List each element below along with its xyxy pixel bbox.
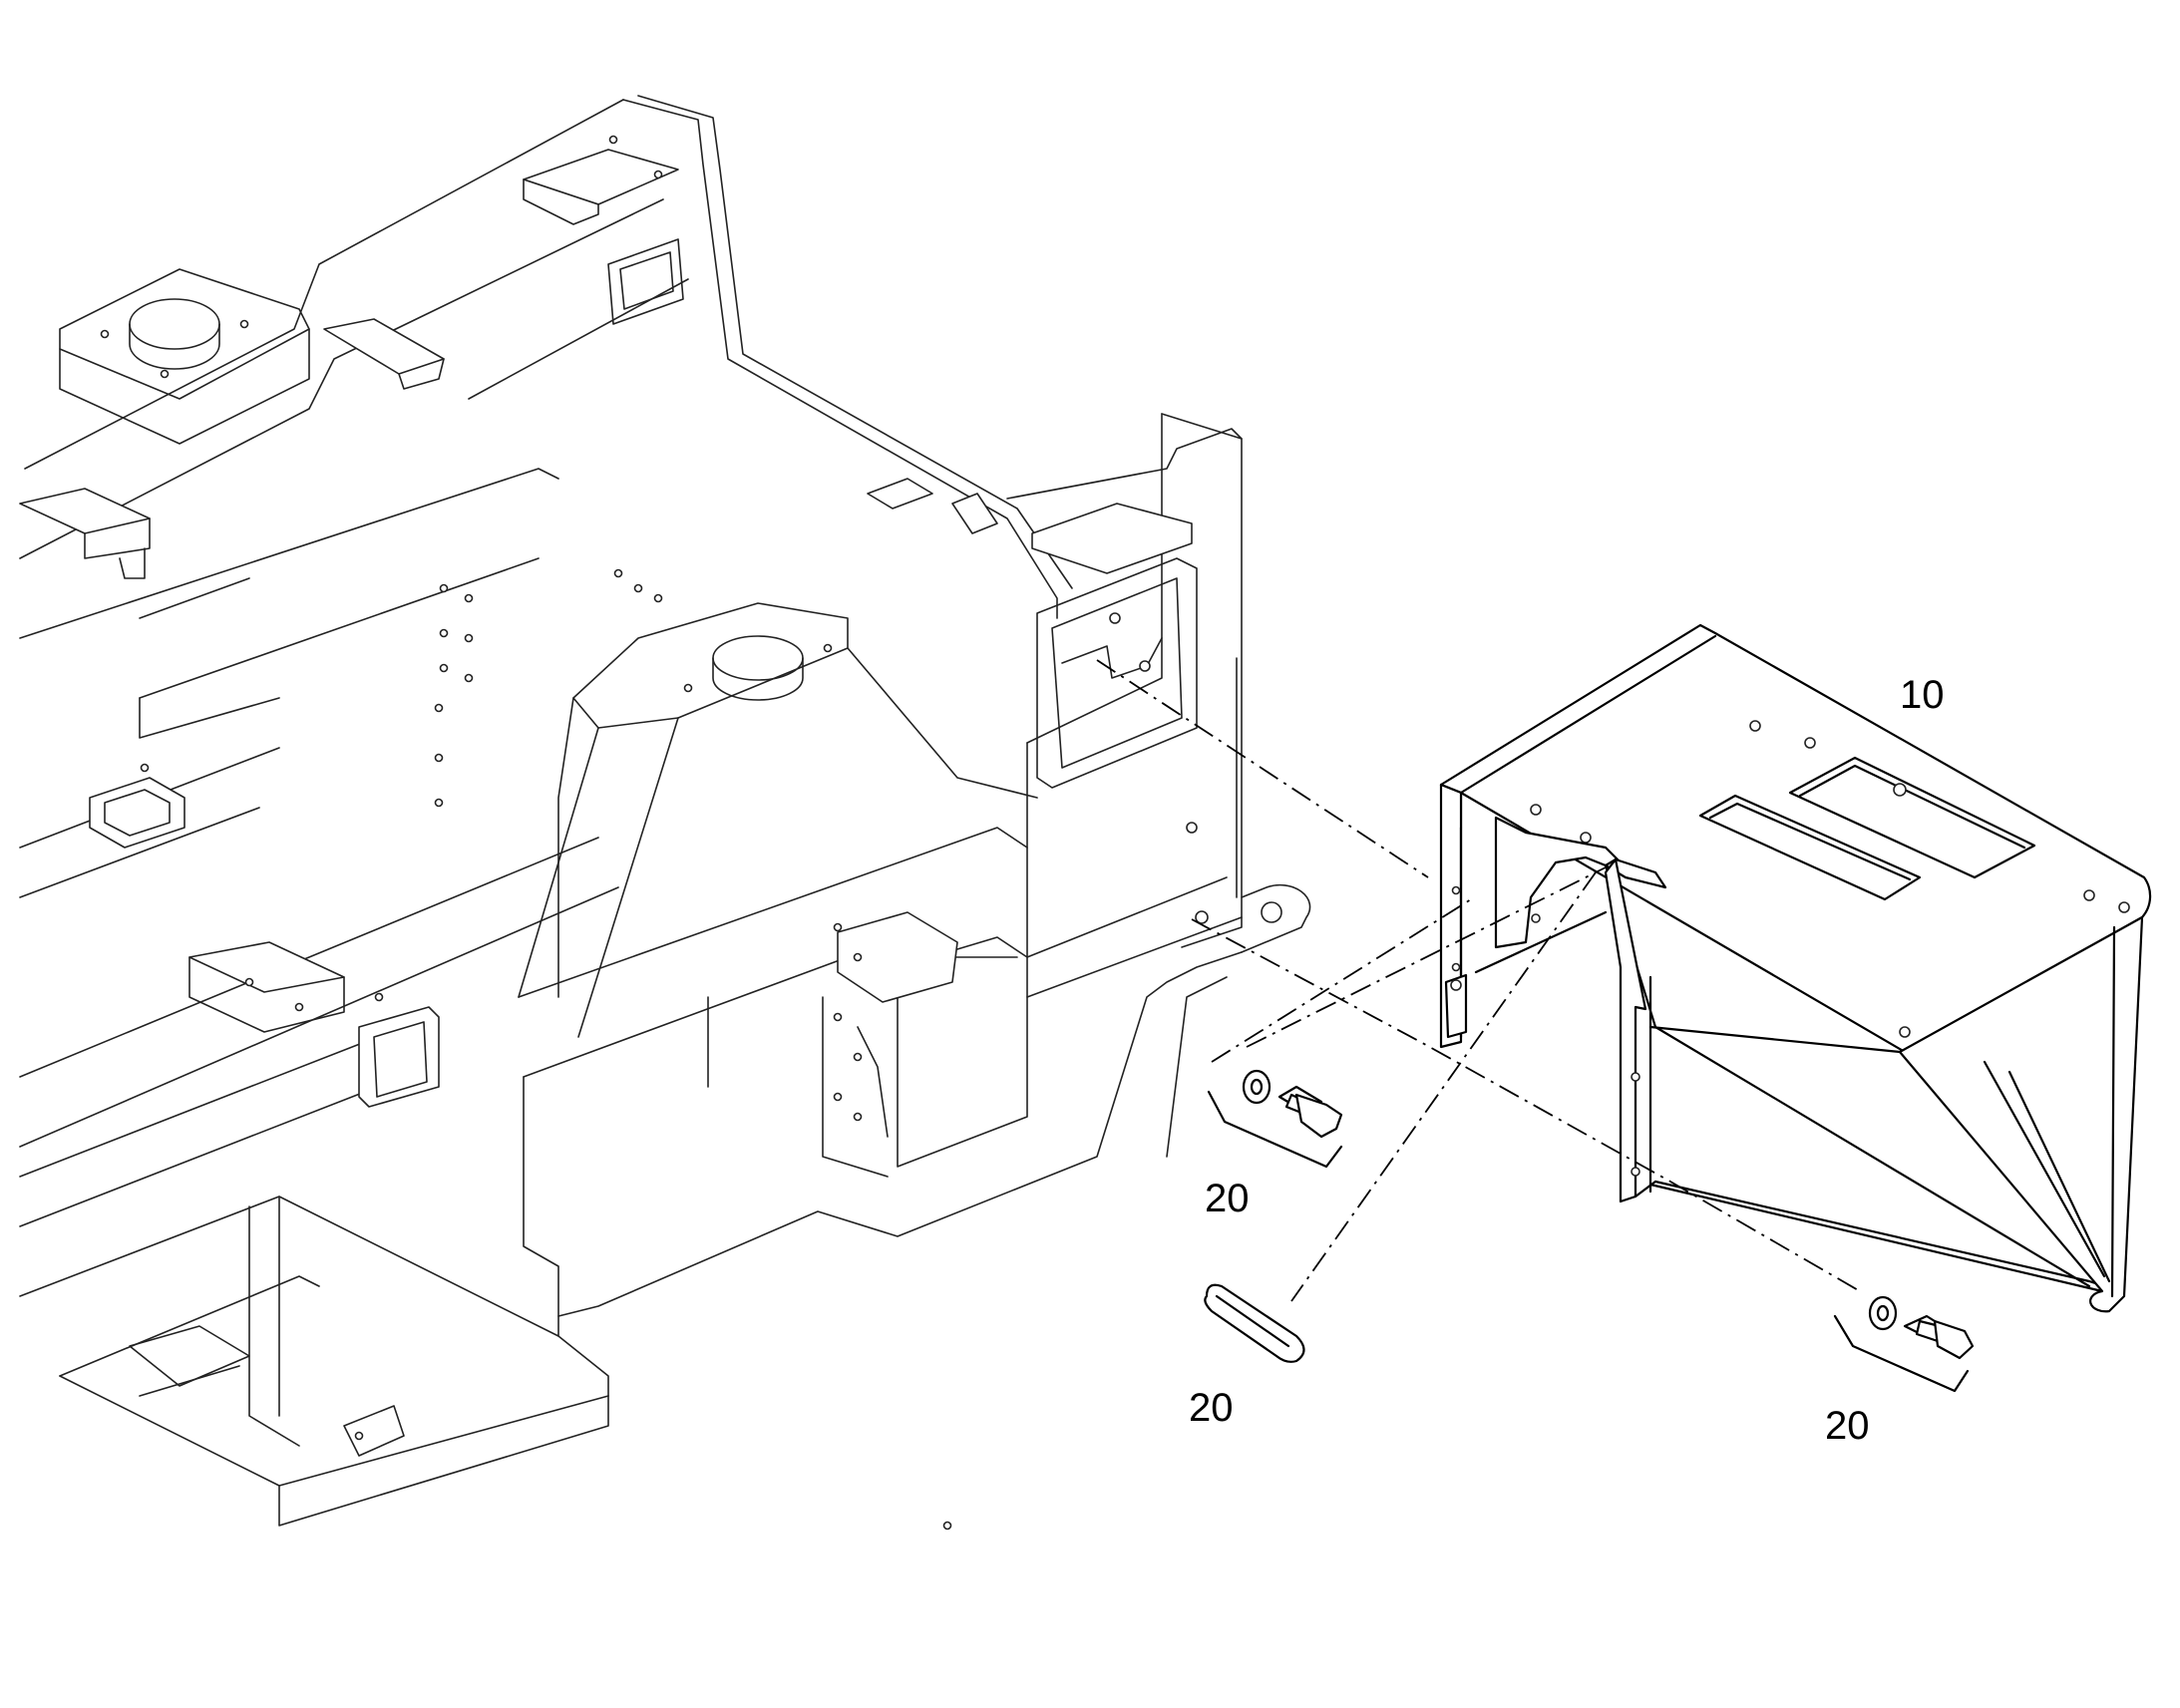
callout-part-10: 10 <box>1900 673 1945 717</box>
part-20-left-bolt-set <box>1207 1069 1343 1169</box>
part-20-right-bolt-set <box>1833 1295 1975 1393</box>
assembly-lines <box>1096 659 1861 1302</box>
callout-part-20-left-bolt: 20 <box>1205 1177 1250 1220</box>
part-10-guard-cover <box>1439 623 2152 1313</box>
chassis-frame <box>19 95 1311 1531</box>
callout-part-20-gasket: 20 <box>1189 1386 1234 1430</box>
callout-part-20-right-bolt: 20 <box>1825 1404 1870 1448</box>
part-20-gasket-ring <box>1204 1283 1305 1363</box>
